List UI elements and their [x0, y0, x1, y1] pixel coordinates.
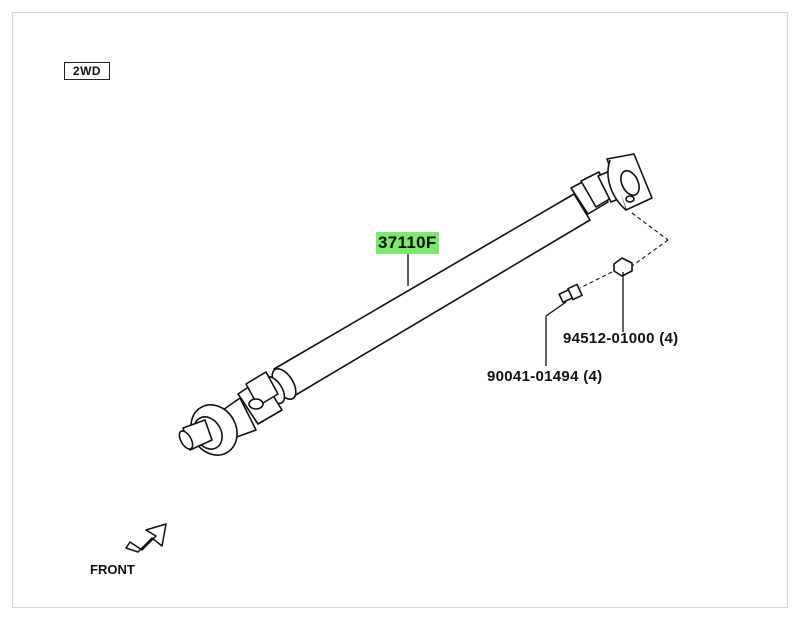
- part-number-nut: 94512-01000: [563, 330, 655, 347]
- part-number-bolt: 90041-01494: [487, 368, 579, 385]
- part-qty-nut: (4): [659, 330, 679, 347]
- front-flange: [178, 404, 238, 456]
- bolt-part: [558, 283, 583, 304]
- front-direction-label: FRONT: [90, 562, 135, 577]
- rear-yoke: [570, 153, 653, 215]
- part-qty-bolt: (4): [583, 368, 603, 385]
- part-label-nut[interactable]: 94512-01000 (4): [563, 330, 678, 347]
- part-label-bolt[interactable]: 90041-01494 (4): [487, 368, 602, 385]
- part-number-main[interactable]: 37110F: [376, 232, 439, 254]
- drive-type-badge: 2WD: [64, 62, 110, 80]
- nut-part: [613, 257, 633, 277]
- shaft-tube: [273, 193, 591, 397]
- leader-bolt: [545, 301, 567, 366]
- front-arrow-icon: [125, 523, 167, 553]
- assembly-dashes: [579, 212, 669, 289]
